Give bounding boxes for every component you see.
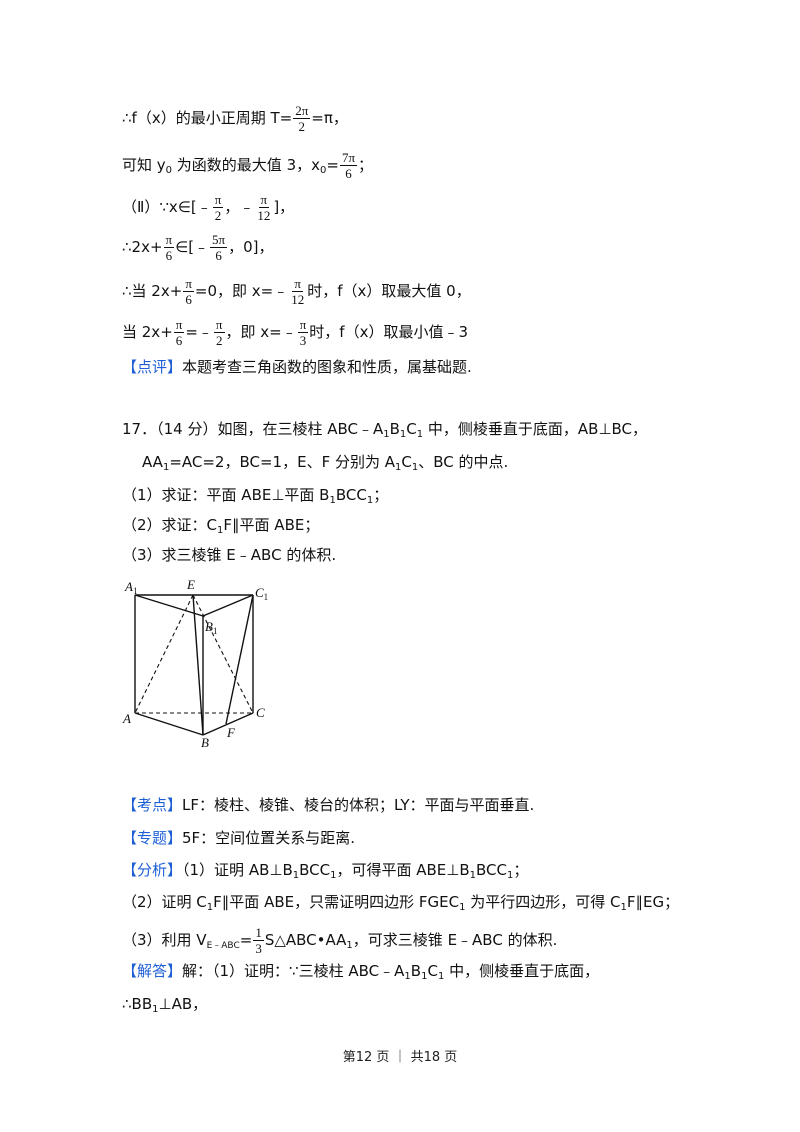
review-line: 【点评】本题考查三角函数的图象和性质，属基础题. (122, 357, 472, 377)
question-17-part3: （3）求三棱锥 E﹣ABC 的体积. (122, 546, 337, 564)
edge-A1-B1 (134, 594, 204, 617)
question-17-stem: 17．（14 分）如图，在三棱柱 ABC﹣A1B1C1 中，侧棱垂直于底面，AB… (122, 420, 648, 440)
label-A: A (122, 711, 131, 726)
analysis-line-1: 【分析】（1）证明 AB⊥B1BCC1，可得平面 ABE⊥B1BCC1； (122, 861, 529, 881)
question-17-part1: （1）求证：平面 ABE⊥平面 B1BCC1； (122, 486, 389, 506)
answer-line-1: 【解答】解：（1）证明：∵三棱柱 ABC﹣A1B1C1 中，侧棱垂直于底面， (122, 962, 600, 982)
segment-E-B (192, 594, 204, 736)
label-F: F (226, 725, 236, 740)
analysis-line-2: （2）证明 C1F∥平面 ABE，只需证明四边形 FGEC1 为平行四边形，可得… (122, 893, 680, 913)
edge-B1-C1 (202, 594, 254, 617)
label-C1: C1 (255, 585, 268, 602)
analysis-tag: 【分析】 (122, 861, 183, 879)
page-footer: 第12 页 ｜ 共18 页 (342, 1050, 458, 1065)
topic-line: 【专题】5F：空间位置关系与距离. (122, 829, 355, 847)
question-17-conditions: AA1=AC=2，BC=1，E、F 分别为 A1C1、BC 的中点. (142, 453, 509, 473)
question-17-part2: （2）求证：C1F∥平面 ABE； (122, 516, 320, 536)
knowledge-point-tag: 【考点】 (122, 796, 183, 814)
label-B: B (201, 735, 209, 750)
edge-B-C (202, 712, 254, 736)
answer-line-2: ∴BB1⊥AB， (122, 995, 208, 1015)
label-B1: B1 (205, 619, 217, 636)
segment-C1-F (225, 594, 254, 725)
edge-A-B (134, 712, 204, 736)
segment-E-A-dashed (134, 594, 194, 714)
knowledge-point-line: 【考点】LF：棱柱、棱锥、棱台的体积；LY：平面与平面垂直. (122, 796, 535, 814)
answer-tag: 【解答】 (122, 962, 183, 980)
review-tag: 【点评】 (122, 358, 183, 376)
prism-figure: A1 E C1 B1 A B C F (122, 577, 268, 750)
topic-tag: 【专题】 (122, 829, 183, 847)
review-text: 本题考查三角函数的图象和性质，属基础题. (182, 358, 472, 376)
label-A1: A1 (124, 579, 137, 596)
segment-E-C-dashed (192, 594, 254, 714)
label-C: C (256, 705, 265, 720)
label-E: E (186, 577, 195, 592)
